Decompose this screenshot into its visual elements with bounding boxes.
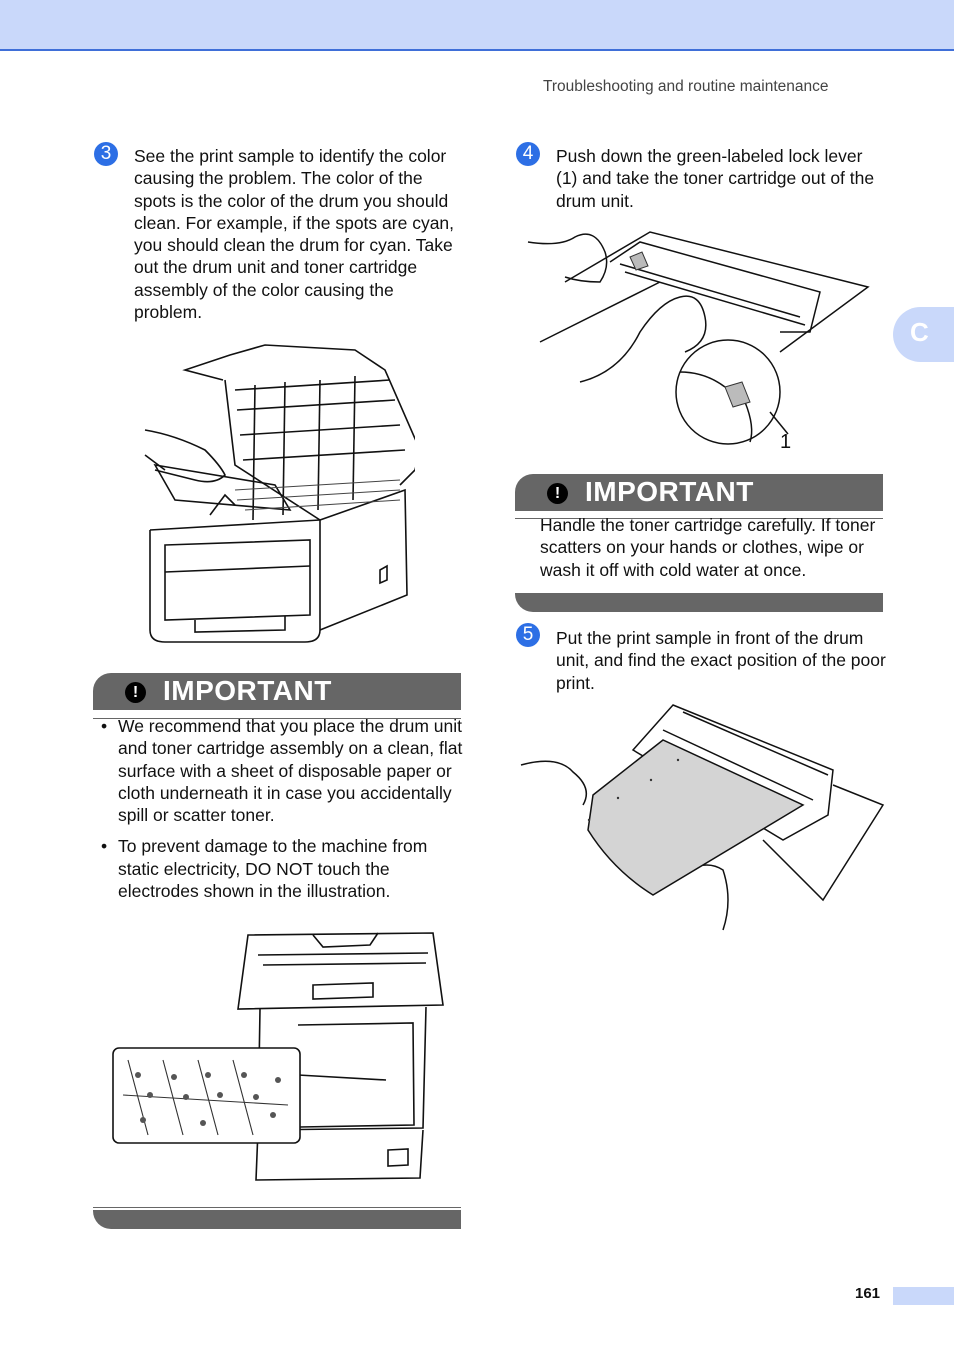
step-5-number: 5 (516, 623, 540, 647)
running-header: Troubleshooting and routine maintenance (543, 78, 829, 95)
important-title-right: IMPORTANT (585, 476, 754, 507)
printer-electrodes-figure (112, 932, 444, 1181)
step-3-text: See the print sample to identify the col… (134, 146, 455, 323)
important-bullet-1: We recommend that you place the drum uni… (93, 715, 465, 826)
warning-icon: ! (547, 483, 568, 504)
step-3-number: 3 (94, 142, 118, 166)
important-footer-right (515, 593, 883, 612)
page-tab-marker (893, 1287, 954, 1305)
step-5-text: Put the print sample in front of the dru… (556, 628, 886, 693)
lever-callout-label: 1 (780, 431, 791, 453)
toner-removal-figure: 1 (527, 231, 870, 453)
printer-open-lid-figure (144, 344, 415, 643)
chapter-letter: C (910, 317, 929, 347)
step-4-number: 4 (516, 142, 540, 166)
warning-icon: ! (125, 682, 146, 703)
top-banner (0, 0, 954, 51)
important-right-text: Handle the toner cartridge carefully. If… (540, 515, 876, 580)
important-bullets: We recommend that you place the drum uni… (93, 715, 465, 911)
important-title-left: IMPORTANT (163, 675, 332, 706)
important-divider-right (515, 518, 883, 519)
print-sample-figure (520, 704, 885, 931)
important-end-line-left (93, 1207, 461, 1208)
important-footer-left (93, 1210, 461, 1229)
important-header-right: ! IMPORTANT (515, 474, 883, 511)
page-number: 161 (855, 1285, 881, 1302)
important-bullet-2: To prevent damage to the machine from st… (93, 835, 465, 902)
important-header-left: ! IMPORTANT (93, 673, 461, 710)
chapter-tab: C (893, 307, 954, 362)
step-4-text: Push down the green-labeled lock lever (… (556, 146, 875, 211)
